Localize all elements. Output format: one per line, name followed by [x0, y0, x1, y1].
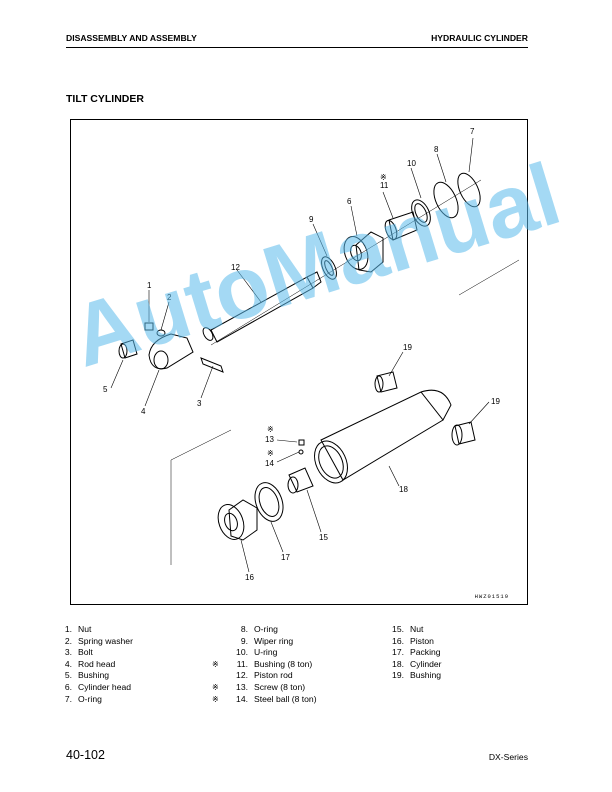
callout-18: 18 — [399, 485, 408, 494]
part-19-bushing-upper-end — [374, 375, 384, 393]
callout-19-upper: 19 — [403, 343, 412, 352]
callout-5: 5 — [103, 385, 108, 394]
part-16-piston — [228, 499, 258, 541]
part-19-bushing-upper — [376, 371, 398, 393]
part-5-bushing-end — [118, 343, 128, 359]
part-17-packing — [254, 482, 284, 522]
upper-axis-line — [210, 179, 482, 346]
legend-item: 10.U-ring — [236, 647, 278, 658]
legend-item: 6.Cylinder head — [64, 681, 132, 692]
legend-item: 1.Nut — [64, 624, 92, 634]
lower-axis-line-2 — [170, 429, 232, 461]
legend-item: 2.Spring washer — [64, 635, 133, 646]
header-topic: HYDRAULIC CYLINDER — [431, 33, 528, 43]
callout-15: 15 — [319, 533, 328, 542]
callout-labels: 7 8 10 ※ 11 6 9 12 1 2 5 4 3 19 19 ※ 13 … — [103, 127, 500, 582]
part-19-bushing-right — [454, 421, 476, 445]
series-name: DX-Series — [488, 752, 528, 762]
part-6-cylinder-head — [355, 231, 384, 273]
callout-14: 14 — [265, 459, 274, 468]
figure-code: HWZ01519 — [474, 593, 509, 600]
part-15-nut-face — [287, 476, 299, 494]
page-header: DISASSEMBLY AND ASSEMBLY HYDRAULIC CYLIN… — [66, 33, 528, 48]
part-3-bolt — [200, 357, 224, 373]
exploded-view-drawing: 7 8 10 ※ 11 6 9 12 1 2 5 4 3 19 19 ※ 13 … — [103, 127, 520, 582]
callout-13: 13 — [265, 435, 274, 444]
part-2-spring-washer — [156, 329, 166, 337]
part-4-rod-head-eye — [153, 350, 169, 370]
part-16-piston-bore — [224, 512, 238, 532]
part-11-bushing — [388, 211, 418, 241]
header-chapter: DISASSEMBLY AND ASSEMBLY — [66, 33, 197, 43]
part-11-bushing-end — [384, 219, 398, 241]
leader-lines — [110, 137, 490, 573]
callout-19-right: 19 — [491, 397, 500, 406]
part-8-o-ring — [433, 181, 459, 219]
part-16-piston-face — [217, 504, 245, 540]
legend-item: 3.Bolt — [64, 647, 93, 658]
right-axis-line — [458, 259, 520, 296]
parts-legend-column-1: 1.Nut 2.Spring washer 3.Bolt 4.Rod head … — [50, 624, 133, 705]
legend-item: 7.O-ring — [64, 693, 102, 704]
callout-7: 7 — [470, 127, 475, 136]
legend-item: 15.Nut — [392, 624, 424, 634]
legend-item: 4.Rod head — [64, 658, 116, 669]
part-9-wiper-ring — [321, 256, 337, 280]
callout-17: 17 — [281, 553, 290, 562]
legend-item: 12.Piston rod — [236, 670, 293, 681]
part-18-cylinder-mount — [420, 389, 452, 421]
legend-item: 16.Piston — [392, 635, 434, 646]
legend-item: 18.Cylinder — [392, 658, 442, 669]
legend-item: 17.Packing — [392, 647, 441, 658]
callout-3: 3 — [197, 399, 202, 408]
callout-10: 10 — [407, 159, 416, 168]
legend-item: 9.Wiper ring — [240, 635, 294, 646]
callout-8: 8 — [434, 145, 439, 154]
exploded-view-figure: 7 8 10 ※ 11 6 9 12 1 2 5 4 3 19 19 ※ 13 … — [70, 119, 528, 605]
callout-2: 2 — [167, 293, 172, 302]
part-5-bushing — [120, 339, 138, 359]
callout-12: 12 — [231, 263, 240, 272]
part-7-o-ring — [457, 172, 481, 208]
callout-11: 11 — [380, 181, 389, 190]
legend-item: ※11.Bushing (8 ton) — [212, 658, 313, 669]
part-10-u-ring — [411, 199, 431, 227]
part-15-nut — [288, 467, 314, 493]
parts-legend-column-2: 8.O-ring 9.Wiper ring 10.U-ring ※11.Bush… — [212, 624, 317, 705]
part-18-cylinder-bore — [314, 440, 348, 484]
part-17-packing-inner — [258, 487, 280, 517]
section-title: TILT CYLINDER — [66, 93, 144, 105]
legend-item: 8.O-ring — [240, 624, 278, 634]
part-14-steel-ball — [298, 449, 304, 455]
part-12-piston-rod — [210, 276, 314, 343]
page-number: 40-102 — [66, 748, 105, 762]
part-6-cylinder-head-face — [343, 236, 369, 270]
parts-legend-column-3: 15.Nut 16.Piston 17.Packing 18.Cylinder … — [382, 624, 442, 682]
part-18-cylinder — [320, 391, 444, 481]
callout-11-mark: ※ — [380, 173, 387, 182]
callout-1: 1 — [147, 281, 152, 290]
callout-16: 16 — [245, 573, 254, 582]
legend-item: 19.Bushing — [392, 670, 442, 681]
callout-14-mark: ※ — [267, 449, 274, 458]
part-6-cylinder-head-bore — [350, 244, 362, 262]
callout-13-mark: ※ — [267, 425, 274, 434]
legend-item: ※14.Steel ball (8 ton) — [212, 693, 317, 704]
part-10-u-ring-inner — [414, 203, 428, 223]
part-18-cylinder-bore-inner — [318, 445, 344, 479]
part-19-bushing-right-end — [451, 424, 463, 446]
legend-item: 5.Bushing — [64, 670, 110, 681]
part-1-nut — [144, 322, 154, 331]
callout-9: 9 — [309, 215, 314, 224]
legend-item: ※13.Screw (8 ton) — [212, 681, 306, 692]
part-9-wiper-ring-inner — [324, 260, 334, 276]
part-12-piston-rod-thread — [306, 271, 322, 289]
callout-6: 6 — [347, 197, 352, 206]
part-12-piston-rod-end — [202, 327, 214, 341]
part-13-screw — [298, 439, 305, 446]
callout-4: 4 — [141, 407, 146, 416]
part-4-rod-head — [148, 333, 194, 370]
